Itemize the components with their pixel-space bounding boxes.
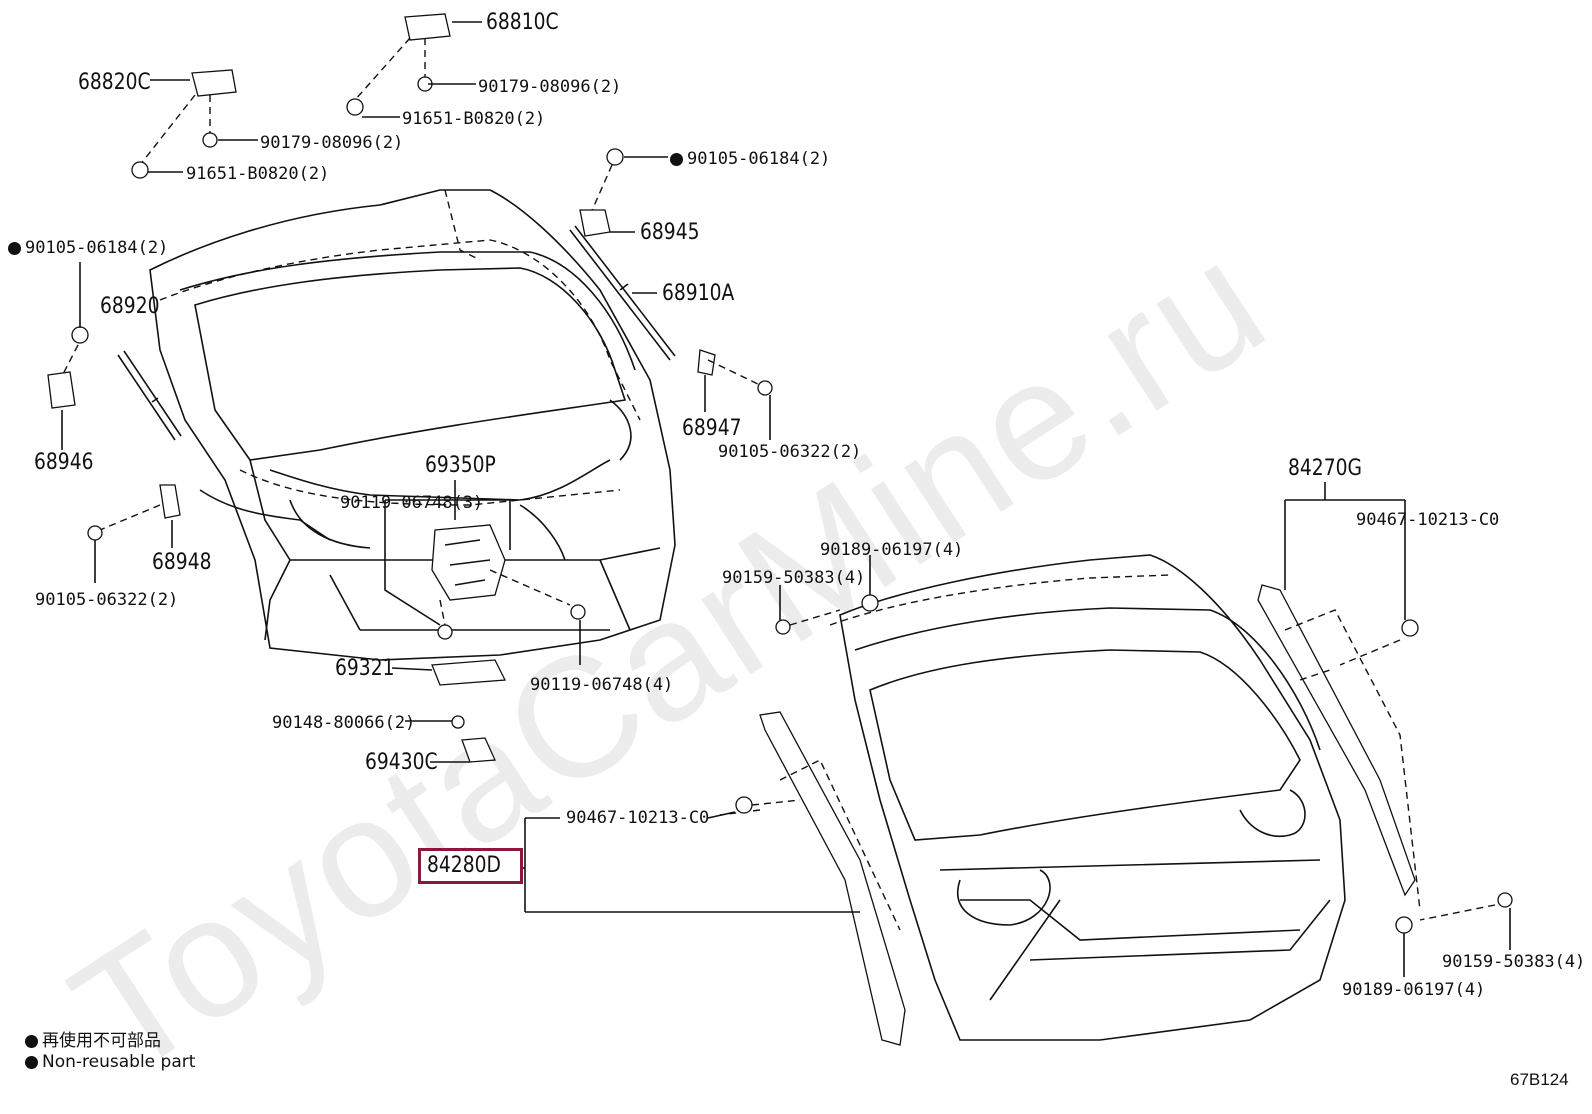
label-90119-4: 90119-06748(4) [530,675,674,695]
bracket-68946 [47,326,89,409]
label-90189-a: 90189-06197(4) [820,540,964,560]
label-90105-top: 90105-06184(2) [670,151,830,168]
back-door-outer-panel [149,189,676,661]
striker-69430C [451,715,496,763]
label-68810C: 68810C [486,10,559,35]
label-91651-a: 91651-B0820(2) [402,109,546,129]
label-90119-3: 90119-06748(3) [340,493,484,513]
non-reusable-dot-icon [25,1055,38,1069]
lock-69350P [384,500,586,640]
label-90189-b: 90189-06197(4) [1342,980,1486,1000]
label-90179-b: 90179-08096(2) [260,133,404,153]
label-68910A: 68910A [662,281,735,306]
label-68945: 68945 [640,220,700,245]
non-reusable-dot-icon [25,1034,38,1048]
leader-lines [61,21,1511,977]
back-door-inner-panel [829,554,1346,1041]
bracket-68948 [87,484,181,541]
label-68820C: 68820C [78,70,151,95]
label-69350P: 69350P [425,453,496,478]
label-69430C: 69430C [365,750,438,775]
weatherstrip-84270G [1257,584,1421,911]
label-84280D: 84280D [427,853,501,878]
bracket-68947 [697,349,773,396]
label-69321: 69321 [335,656,395,681]
clips [735,594,1513,934]
hinge-68820C [131,69,237,179]
label-84270G: 84270G [1288,456,1362,481]
label-90467-b: 90467-10213-C0 [566,808,710,828]
label-68920: 68920 [100,294,160,319]
hinge-68810C [346,13,451,116]
label-90105-06322-b: 90105-06322(2) [35,590,179,610]
label-91651-b: 91651-B0820(2) [186,164,330,184]
label-90159-a: 90159-50383(4) [722,568,866,588]
label-68948: 68948 [152,550,212,575]
non-reusable-dot-icon [8,241,21,255]
strut-68910A [569,225,676,361]
label-90179-a: 90179-08096(2) [478,77,622,97]
handle-69321 [431,659,507,686]
label-90105-left: 90105-06184(2) [8,240,168,257]
label-68946: 68946 [34,450,94,475]
label-90105-06322-a: 90105-06322(2) [718,442,862,462]
label-90159-b: 90159-50383(4) [1442,952,1586,972]
highlighted-part-84280D[interactable]: 84280D [418,848,523,884]
strut-68920 [117,350,182,441]
legend-en: Non-reusable part [25,1052,195,1072]
label-68947: 68947 [682,416,742,441]
label-90148: 90148-80066(2) [272,713,416,733]
label-90467-a: 90467-10213-C0 [1356,510,1500,530]
diagram-code: 67B124 [1510,1070,1569,1089]
bracket-68945 [579,148,624,237]
legend-jp: 再使用不可部品 [25,1026,161,1051]
non-reusable-dot-icon [670,152,683,166]
weatherstrip-84280D [719,711,906,1046]
